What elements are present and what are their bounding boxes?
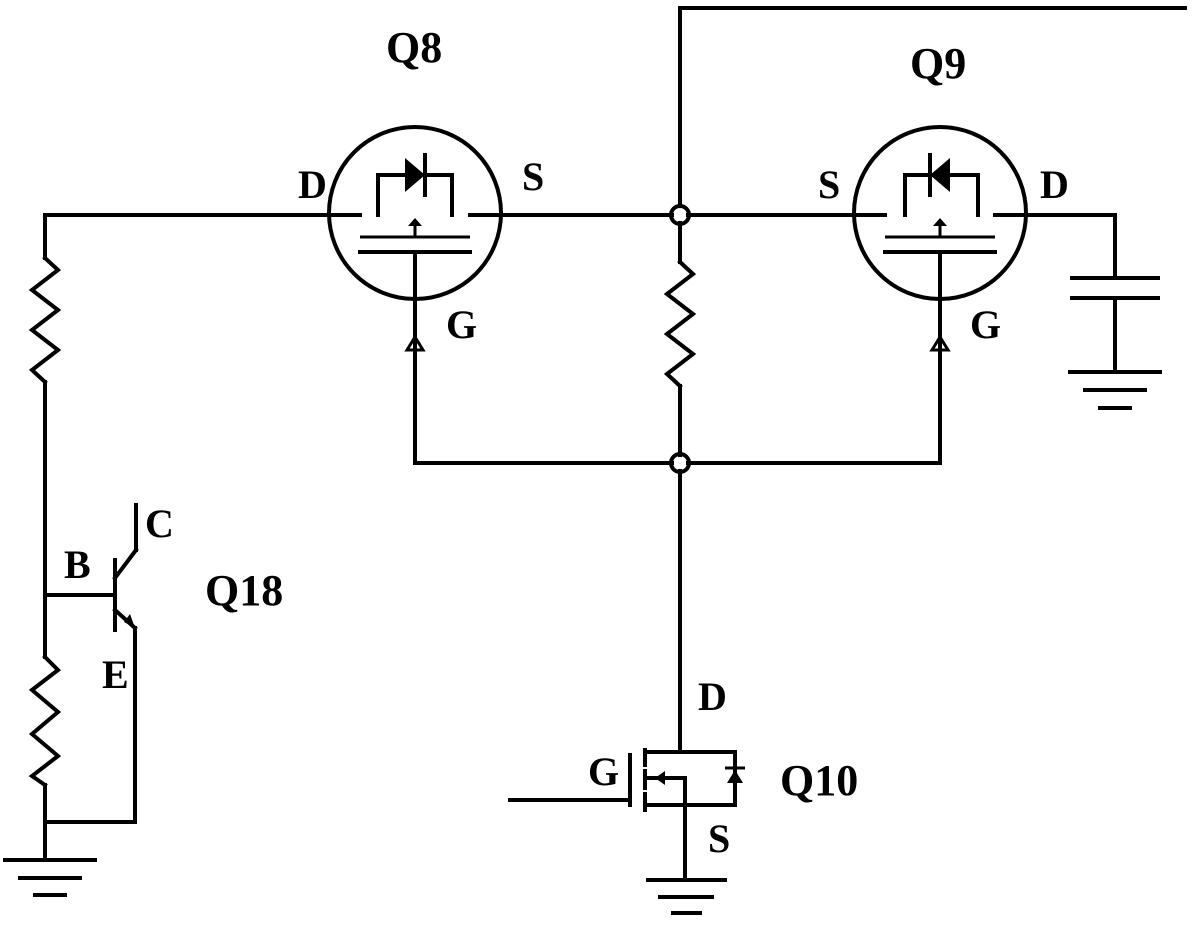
wires: [43, 6, 1187, 882]
q8-ref-label: Q8: [386, 23, 442, 72]
wire-q9-drain-to-capacitor: [1024, 213, 1117, 280]
gate-arrow: [404, 334, 426, 352]
q9-drain-label: D: [1040, 162, 1069, 207]
q18-ref-label: Q18: [205, 566, 283, 615]
q18-emitter-label: E: [102, 652, 129, 697]
q10-gate-label: G: [588, 749, 619, 794]
q18-base-label: B: [64, 542, 91, 587]
junction-node-top: [669, 204, 691, 226]
q9-gate-label: G: [970, 302, 1001, 347]
emitter-arrow: [124, 614, 135, 628]
capacitor: [1070, 276, 1160, 300]
q10-ref-label: Q10: [780, 756, 858, 805]
q9-source-label: S: [818, 162, 840, 207]
wire-gate-bus-right: [686, 348, 942, 465]
mosfet-q10: [628, 748, 745, 812]
resistor-upper-left: [28, 255, 62, 385]
q10-drain-label: D: [698, 674, 727, 719]
wire-gate-bus-left: [413, 348, 674, 465]
q9-ref-label: Q9: [910, 39, 966, 88]
wire-emitter-to-ground: [43, 626, 137, 824]
q8-gate-label: G: [446, 302, 477, 347]
body-diode-arrow: [405, 158, 425, 192]
q18-collector-label: C: [145, 501, 174, 546]
ground-symbol-left: [3, 858, 97, 897]
channel-arrow: [655, 771, 665, 785]
wire-top-rail: [678, 6, 1187, 207]
body-diode-arrow: [727, 770, 743, 783]
q8-drain-label: D: [298, 162, 327, 207]
ground-symbol-right: [1068, 370, 1162, 410]
resistor-center: [663, 259, 697, 389]
q8-source-label: S: [522, 154, 544, 199]
junction-node-gate: [669, 452, 691, 474]
mosfet-q9: [852, 125, 1028, 352]
q10-source-label: S: [708, 816, 730, 861]
resistor-lower-left: [28, 654, 62, 788]
gate-arrow: [929, 334, 951, 352]
bjt-q18: [112, 503, 139, 632]
body-diode-arrow: [930, 158, 950, 192]
wire-q8-drain-to-left-node: [43, 213, 332, 260]
ground-symbol-q10: [646, 878, 727, 915]
mosfet-q8: [327, 125, 503, 352]
